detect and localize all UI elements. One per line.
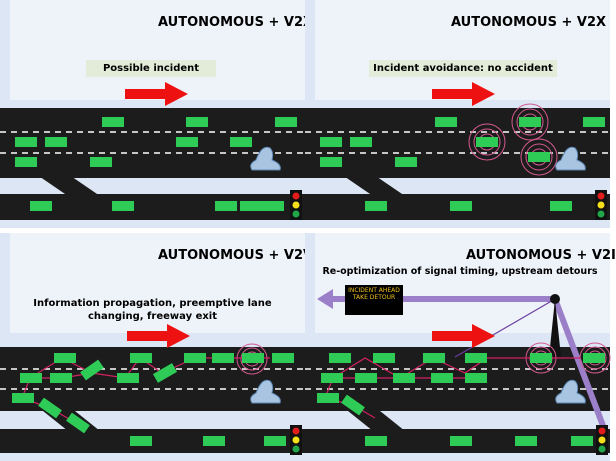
exit-ramp [335, 170, 405, 196]
exit-ramp [30, 170, 100, 196]
panel-4-signal-reoptimization: AUTONOMOUS + V2I Re-optimization of sign… [305, 233, 616, 461]
panel-2-scene [305, 0, 610, 228]
direction-arrow [125, 82, 188, 106]
detour-arrow [317, 289, 555, 309]
vehicles [317, 353, 605, 446]
detour-sign: INCIDENT AHEAD TAKE DETOUR [345, 285, 403, 315]
incident-icon [250, 146, 281, 171]
direction-arrow [432, 324, 495, 348]
panel-caption: Re-optimization of signal timing, upstre… [322, 266, 598, 277]
panel-title: AUTONOMOUS + V2V [158, 248, 314, 263]
traffic-light-icon [596, 425, 608, 455]
panel-title: AUTONOMOUS + V2I [466, 248, 616, 263]
panel-1-scene [0, 0, 305, 228]
panel-1-possible-incident: AUTONOMOUS + V2X Possible incident [0, 0, 313, 228]
panel-caption: Information propagation, preemptive lane… [33, 298, 272, 322]
panel-title: AUTONOMOUS + V2X [158, 15, 314, 30]
vehicles [15, 117, 297, 211]
panel-3-scene [0, 233, 305, 461]
panel-caption: Possible incident [86, 60, 216, 77]
panel-3-information-propagation: AUTONOMOUS + V2V Information propagation… [0, 233, 313, 461]
incident-icon [555, 379, 586, 404]
arterial-road [0, 429, 305, 453]
direction-arrow [127, 324, 190, 348]
panel-title: AUTONOMOUS + V2X [451, 15, 607, 30]
traffic-light-icon [290, 190, 302, 220]
traffic-light-icon [595, 190, 607, 220]
roadside-unit-icon [454, 294, 608, 433]
traffic-light-icon [290, 425, 302, 455]
panel-caption: Incident avoidance: no accident [369, 60, 557, 77]
incident-icon [250, 379, 281, 404]
vehicles [320, 117, 605, 211]
panel-4-scene [305, 233, 611, 461]
incident-icon [555, 146, 586, 171]
direction-arrow [432, 82, 495, 106]
panel-2-incident-avoidance: AUTONOMOUS + V2X Incident avoidance: no … [305, 0, 610, 228]
vehicles [12, 353, 294, 446]
